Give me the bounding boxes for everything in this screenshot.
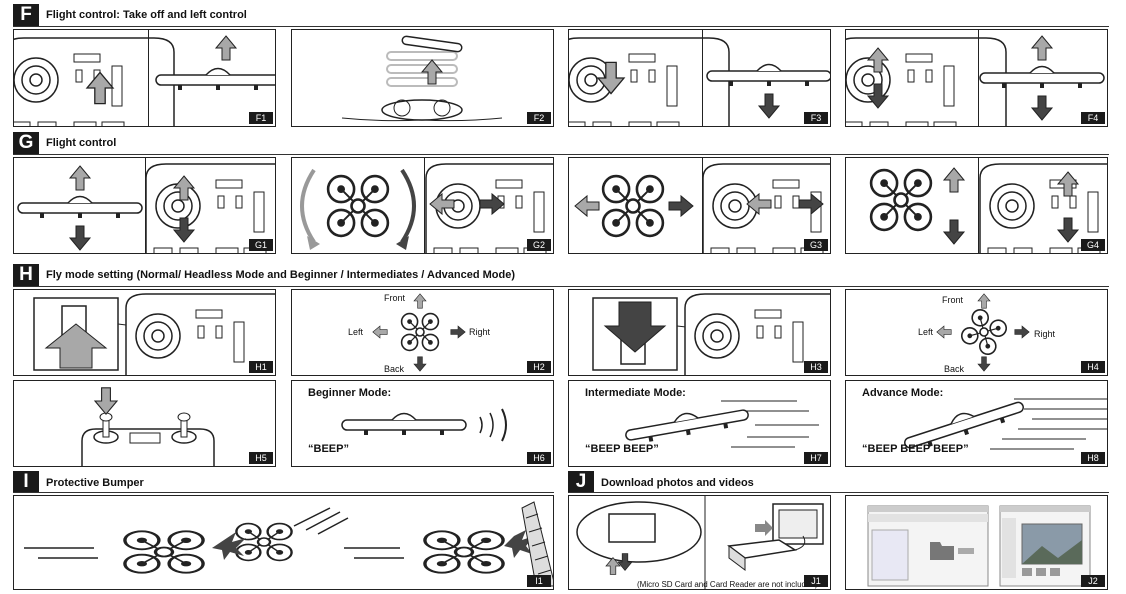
h4-left-label: Left xyxy=(918,327,934,337)
tag-i1: I1 xyxy=(527,575,551,587)
sd-card-note: (Micro SD Card and Card Reader are not i… xyxy=(637,580,818,589)
panel-g3: G3 xyxy=(568,157,831,254)
section-j-rule xyxy=(568,492,1109,493)
g2-divider xyxy=(424,158,425,253)
tag-h3: H3 xyxy=(804,361,828,373)
panel-h7: Intermediate Mode: “BEEP BEEP” H7 xyxy=(568,380,831,467)
beginner-beep-text: “BEEP” xyxy=(308,443,349,455)
tag-g2: G2 xyxy=(527,239,551,251)
panel-h1: H1 xyxy=(13,289,276,376)
section-f-letter: F xyxy=(13,4,39,26)
tag-h1: H1 xyxy=(249,361,273,373)
h2-right-label: Right xyxy=(469,327,491,337)
g3-illustration xyxy=(574,163,830,253)
g3-divider xyxy=(702,158,703,253)
section-g-letter: G xyxy=(13,132,39,154)
panel-f4: F4 xyxy=(845,29,1108,127)
panel-f2: F2 xyxy=(291,29,554,127)
section-g-title: Flight control xyxy=(46,137,117,149)
h4-illustration xyxy=(936,293,1030,372)
tag-j2: J2 xyxy=(1081,575,1105,587)
panel-h2: Front Back Left Right H2 xyxy=(291,289,554,376)
panel-g4: G4 xyxy=(845,157,1108,254)
section-j-title: Download photos and videos xyxy=(601,477,754,489)
section-i-letter: I xyxy=(13,471,39,493)
h4-front-label: Front xyxy=(942,295,964,305)
h2-back-label: Back xyxy=(384,364,405,374)
section-g-rule xyxy=(13,154,1109,155)
panel-g1: G1 xyxy=(13,157,276,254)
g4-divider xyxy=(978,158,979,253)
h4-back-label: Back xyxy=(944,364,965,374)
panel-h3: H3 xyxy=(568,289,831,376)
h2-left-label: Left xyxy=(348,327,364,337)
i1-illustration xyxy=(24,501,553,587)
h2-front-label: Front xyxy=(384,293,406,303)
section-i-title: Protective Bumper xyxy=(46,477,144,489)
tag-g4: G4 xyxy=(1081,239,1105,251)
h4-right-label: Right xyxy=(1034,329,1056,339)
tag-h6: H6 xyxy=(527,452,551,464)
advance-mode-title: Advance Mode: xyxy=(862,387,944,399)
tag-h5: H5 xyxy=(249,452,273,464)
h5-illustration xyxy=(81,387,215,466)
f3-divider xyxy=(702,30,703,126)
h2-illustration xyxy=(372,293,466,372)
h6-illustration xyxy=(341,408,507,442)
section-f-title: Flight control: Take off and left contro… xyxy=(46,9,247,21)
section-f-rule xyxy=(13,26,1109,27)
f3-illustration xyxy=(569,37,830,126)
section-j-letter: J xyxy=(568,471,594,493)
section-i-rule xyxy=(13,492,554,493)
f2-illustration xyxy=(341,35,503,122)
tag-g3: G3 xyxy=(804,239,828,251)
advance-beep-text: “BEEP BEEP BEEP” xyxy=(862,443,969,455)
h3-illustration xyxy=(592,293,830,375)
panel-g2: G2 xyxy=(291,157,554,254)
f1-divider xyxy=(148,30,149,126)
tag-f4: F4 xyxy=(1081,112,1105,124)
tag-f2: F2 xyxy=(527,112,551,124)
j1-illustration xyxy=(576,496,824,589)
tag-f1: F1 xyxy=(249,112,273,124)
tag-h7: H7 xyxy=(804,452,828,464)
tag-g1: G1 xyxy=(249,239,273,251)
panel-f3: F3 xyxy=(568,29,831,127)
f1-illustration xyxy=(14,35,275,126)
beginner-mode-title: Beginner Mode: xyxy=(308,387,392,399)
h8-illustration xyxy=(900,394,1107,455)
panel-h6: Beginner Mode: “BEEP” H6 xyxy=(291,380,554,467)
tag-f3: F3 xyxy=(804,112,828,124)
tag-h8: H8 xyxy=(1081,452,1105,464)
f4-divider xyxy=(978,30,979,126)
h7-illustration xyxy=(623,400,819,448)
panel-j1: (Micro SD Card and Card Reader are not i… xyxy=(568,495,831,590)
section-h-rule xyxy=(13,286,1109,287)
panel-h5: H5 xyxy=(13,380,276,467)
panel-h8: Advance Mode: “BEEP BEEP BEEP” H8 xyxy=(845,380,1108,467)
h1-illustration xyxy=(33,293,275,375)
j2-illustration xyxy=(867,505,1091,587)
section-h-title: Fly mode setting (Normal/ Headless Mode … xyxy=(46,269,516,281)
intermediate-beep-text: “BEEP BEEP” xyxy=(585,443,659,455)
f4-illustration xyxy=(846,35,1105,126)
tag-h4: H4 xyxy=(1081,361,1105,373)
g4-illustration xyxy=(869,163,1107,253)
panel-h4: Front Back Left Right H4 xyxy=(845,289,1108,376)
g2-illustration xyxy=(300,163,553,253)
tag-h2: H2 xyxy=(527,361,551,373)
tag-j1: J1 xyxy=(804,575,828,587)
section-h-letter: H xyxy=(13,264,39,286)
intermediate-mode-title: Intermediate Mode: xyxy=(585,387,686,399)
panel-j2: J2 xyxy=(845,495,1108,590)
g1-divider xyxy=(145,158,146,253)
panel-f1: F1 xyxy=(13,29,276,127)
panel-i1: I1 xyxy=(13,495,554,590)
